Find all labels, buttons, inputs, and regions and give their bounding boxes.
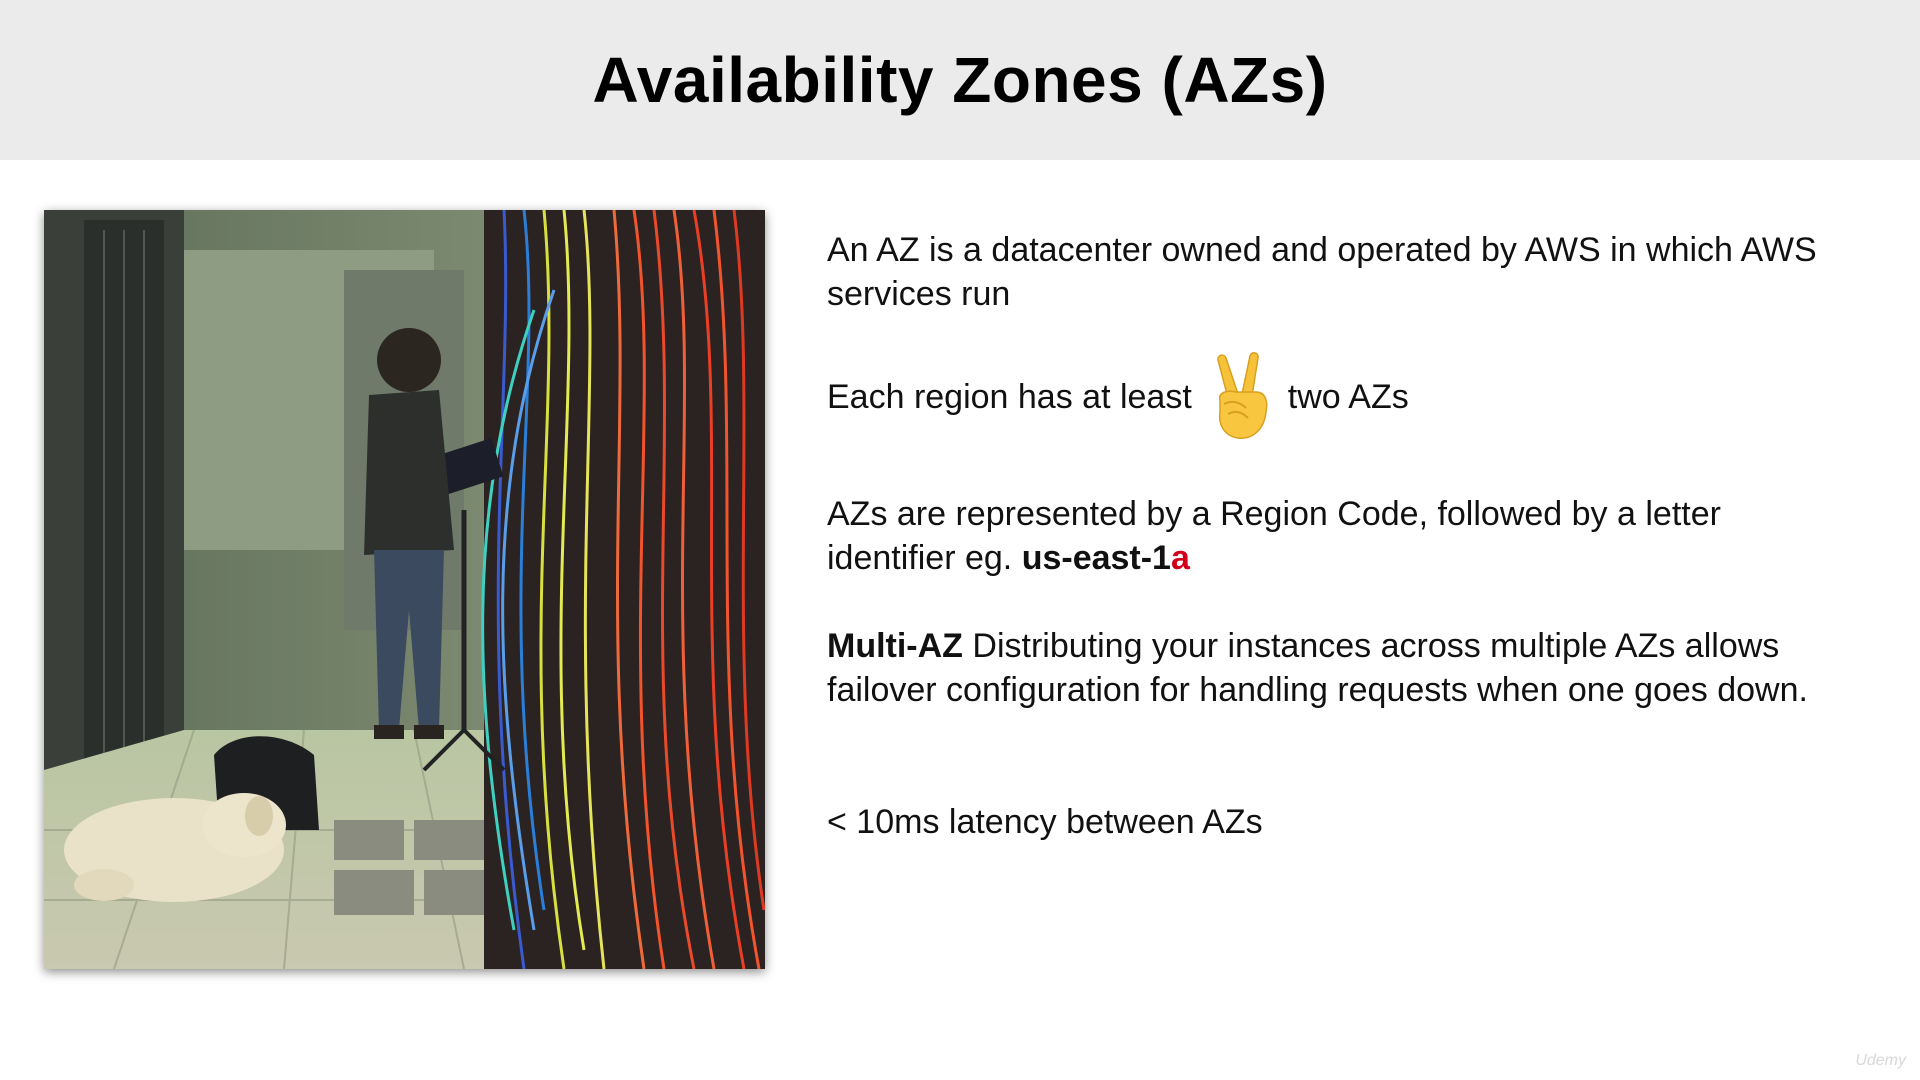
victory-hand-icon xyxy=(1217,352,1268,439)
datacenter-illustration xyxy=(44,210,765,969)
bullet-latency: < 10ms latency between AZs xyxy=(827,803,1263,841)
bullet-az-naming-text: AZs are represented by a Region Code, fo… xyxy=(827,495,1721,577)
udemy-watermark: Udemy xyxy=(1855,1052,1906,1069)
datacenter-photo xyxy=(44,210,765,969)
slide-header: Availability Zones (AZs) xyxy=(0,0,1920,160)
multi-az-text: Distributing your instances across multi… xyxy=(827,627,1808,709)
bullet-az-definition: An AZ is a datacenter owned and operated… xyxy=(827,231,1817,313)
bullet-az-naming: AZs are represented by a Region Code, fo… xyxy=(827,492,1827,580)
az-code-prefix: us-east-1 xyxy=(1021,539,1171,577)
bullet-multi-az: Multi-AZ Distributing your instances acr… xyxy=(827,624,1827,712)
bullet-region-azs-before: Each region has at least xyxy=(827,378,1192,416)
slide-title: Availability Zones (AZs) xyxy=(592,44,1328,116)
multi-az-label: Multi-AZ xyxy=(827,627,963,665)
bullet-region-azs-after: two AZs xyxy=(1287,378,1409,416)
bullet-region-azs: Each region has at least two AZs xyxy=(827,352,1409,442)
az-code-suffix: a xyxy=(1170,539,1190,577)
